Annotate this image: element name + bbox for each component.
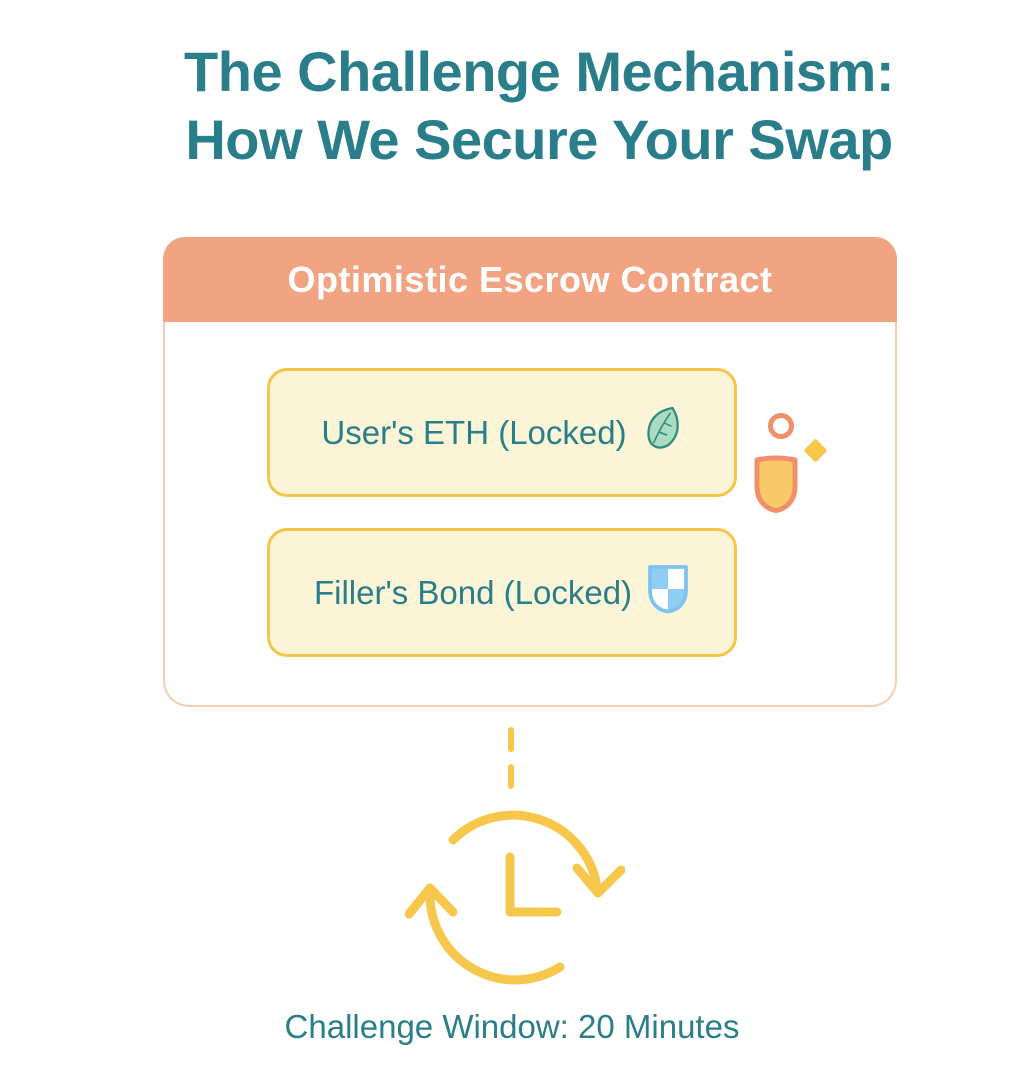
user-eth-box: User's ETH (Locked) xyxy=(267,368,737,497)
title-line-2: How We Secure Your Swap xyxy=(185,108,893,171)
filler-bond-label: Filler's Bond (Locked) xyxy=(313,573,633,611)
escrow-card-header-label: Optimistic Escrow Contract xyxy=(287,258,773,300)
ring-sparkle-icon xyxy=(768,413,794,439)
filler-bond-box: Filler's Bond (Locked) xyxy=(267,528,737,657)
title-line-1: The Challenge Mechanism: xyxy=(184,40,894,103)
escrow-contract-card: Optimistic Escrow Contract User's ETH (L… xyxy=(163,237,897,707)
connector-dash xyxy=(508,764,514,789)
checkered-shield-icon xyxy=(646,563,690,623)
shield-badge-icon xyxy=(752,454,800,519)
user-eth-label: User's ETH (Locked) xyxy=(321,413,627,451)
escrow-card-header: Optimistic Escrow Contract xyxy=(163,237,897,322)
dashed-connector xyxy=(508,727,514,789)
clock-cycle-icon xyxy=(404,790,626,1015)
challenge-window-caption: Challenge Window: 20 Minutes xyxy=(284,1008,740,1045)
leaf-icon xyxy=(641,398,683,468)
connector-dash xyxy=(508,727,514,752)
page-title: The Challenge Mechanism:How We Secure Yo… xyxy=(54,38,1024,174)
